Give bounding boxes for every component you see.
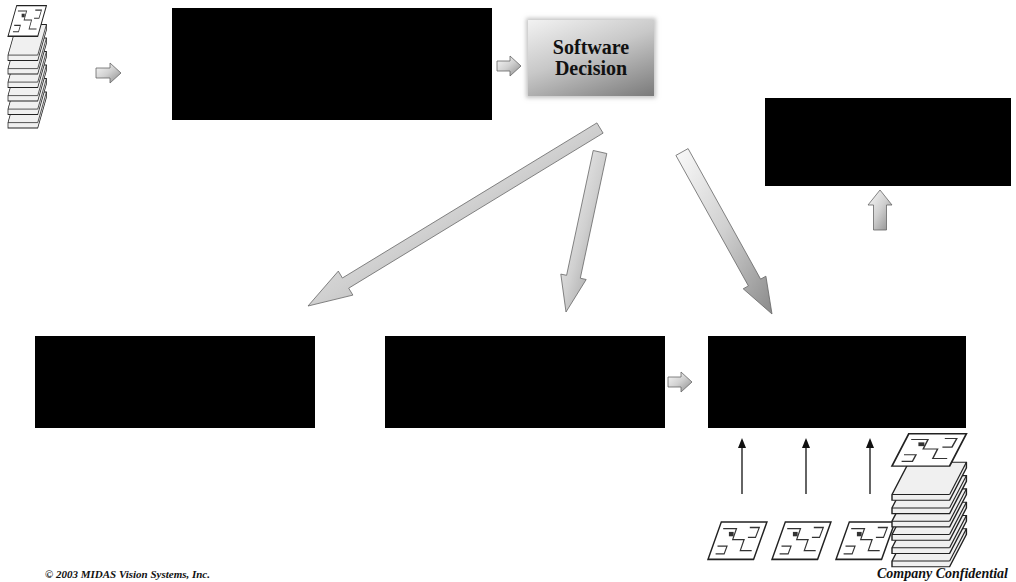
redacted-box — [708, 336, 966, 428]
redacted-box — [35, 336, 315, 428]
block-arrow — [561, 151, 607, 313]
board-stack — [8, 6, 46, 128]
block-arrow — [96, 63, 121, 83]
redacted-box — [385, 336, 665, 428]
board-icon — [708, 522, 767, 559]
confidential-note: Company Confidential — [877, 566, 1008, 582]
redacted-box — [765, 98, 1011, 186]
feed-arrow — [738, 438, 746, 494]
copyright-note: © 2003 MIDAS Vision Systems, Inc. — [45, 568, 210, 580]
block-arrow — [308, 123, 603, 306]
redacted-box — [172, 8, 492, 120]
block-arrow — [497, 56, 521, 76]
board-stack — [892, 434, 966, 567]
block-arrow — [668, 372, 692, 392]
node-label: Software Decision — [536, 37, 646, 79]
decision-box: Software Decision — [528, 20, 654, 96]
board-icon — [772, 522, 831, 559]
block-arrow — [676, 149, 772, 314]
feed-arrow — [866, 438, 874, 494]
block-arrow — [868, 190, 892, 230]
feed-arrow — [802, 438, 810, 494]
board-icon — [836, 522, 895, 559]
